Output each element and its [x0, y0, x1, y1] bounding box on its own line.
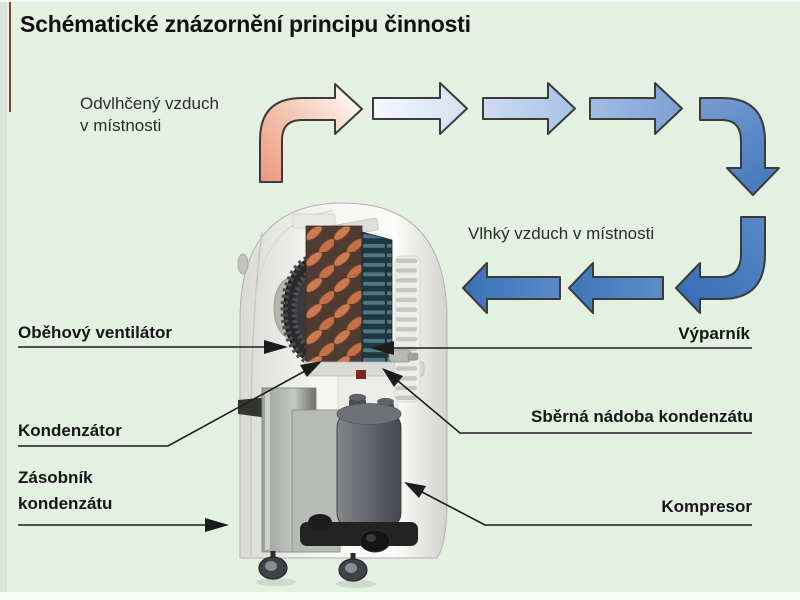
- caster-shadow: [336, 580, 376, 588]
- flow-arrow-left-1: [568, 262, 664, 314]
- drain-plug: [356, 370, 366, 379]
- caster-wheel: [258, 551, 288, 580]
- flow-arrow-turn-left: [675, 216, 766, 314]
- label-circulation-fan: Oběhový ventilátor: [18, 323, 172, 342]
- flow-arrow-right-3: [589, 82, 683, 135]
- side-knob: [237, 253, 249, 275]
- label-condenser: Kondenzátor: [18, 421, 122, 440]
- caster-wheel: [338, 553, 368, 582]
- label-evaporator: Výparník: [678, 324, 750, 343]
- label-dehumidified-air: Odvlhčený vzduch v místnosti: [80, 93, 219, 137]
- flow-arrow-right-1: [372, 82, 468, 135]
- flow-arrow-left-2: [462, 262, 561, 314]
- water-tank: [261, 387, 341, 553]
- label-dehumidified-air-line1: Odvlhčený vzduch: [80, 94, 219, 113]
- label-condensate-collector: Sběrná nádoba kondenzátu: [531, 407, 753, 426]
- label-condensate-reservoir-line2: kondenzátu: [18, 494, 113, 513]
- page-title: Schématické znázornění principu činnosti: [20, 11, 471, 37]
- left-edge-strip: [0, 0, 7, 600]
- label-humid-air: Vlhký vzduch v místnosti: [468, 224, 655, 243]
- flow-arrow-warm-up-right: [259, 83, 363, 183]
- leader-compressor: [404, 482, 752, 526]
- label-compressor: Kompresor: [661, 497, 752, 516]
- leader-circulation-fan: [18, 340, 288, 354]
- label-condensate-reservoir: Zásobník kondenzátu: [18, 465, 112, 517]
- air-flow-arrows: [259, 82, 780, 314]
- label-dehumidified-air-line2: v místnosti: [80, 116, 162, 135]
- caster-shadow: [256, 578, 296, 586]
- vent-grille: [394, 255, 421, 403]
- leader-condenser: [18, 361, 322, 447]
- condenser-coils: [305, 225, 363, 367]
- bottom-edge-strip: [0, 592, 800, 600]
- leader-lines: [18, 340, 752, 532]
- top-edge-strip: [0, 0, 800, 2]
- flow-arrow-right-2: [482, 82, 576, 135]
- base-piping: [300, 514, 418, 553]
- flow-arrow-turn-down: [699, 97, 780, 196]
- leader-evaporator: [370, 341, 752, 355]
- compressor-cylinder: [336, 393, 402, 529]
- label-condensate-reservoir-line1: Zásobník: [18, 468, 93, 487]
- leader-condensate-collector: [382, 368, 752, 434]
- dehumidifier-illustration: [237, 202, 448, 588]
- left-edge-artifact-line: [9, 0, 11, 112]
- condensate-outlet: [388, 349, 419, 363]
- leader-condensate-reservoir: [18, 518, 229, 532]
